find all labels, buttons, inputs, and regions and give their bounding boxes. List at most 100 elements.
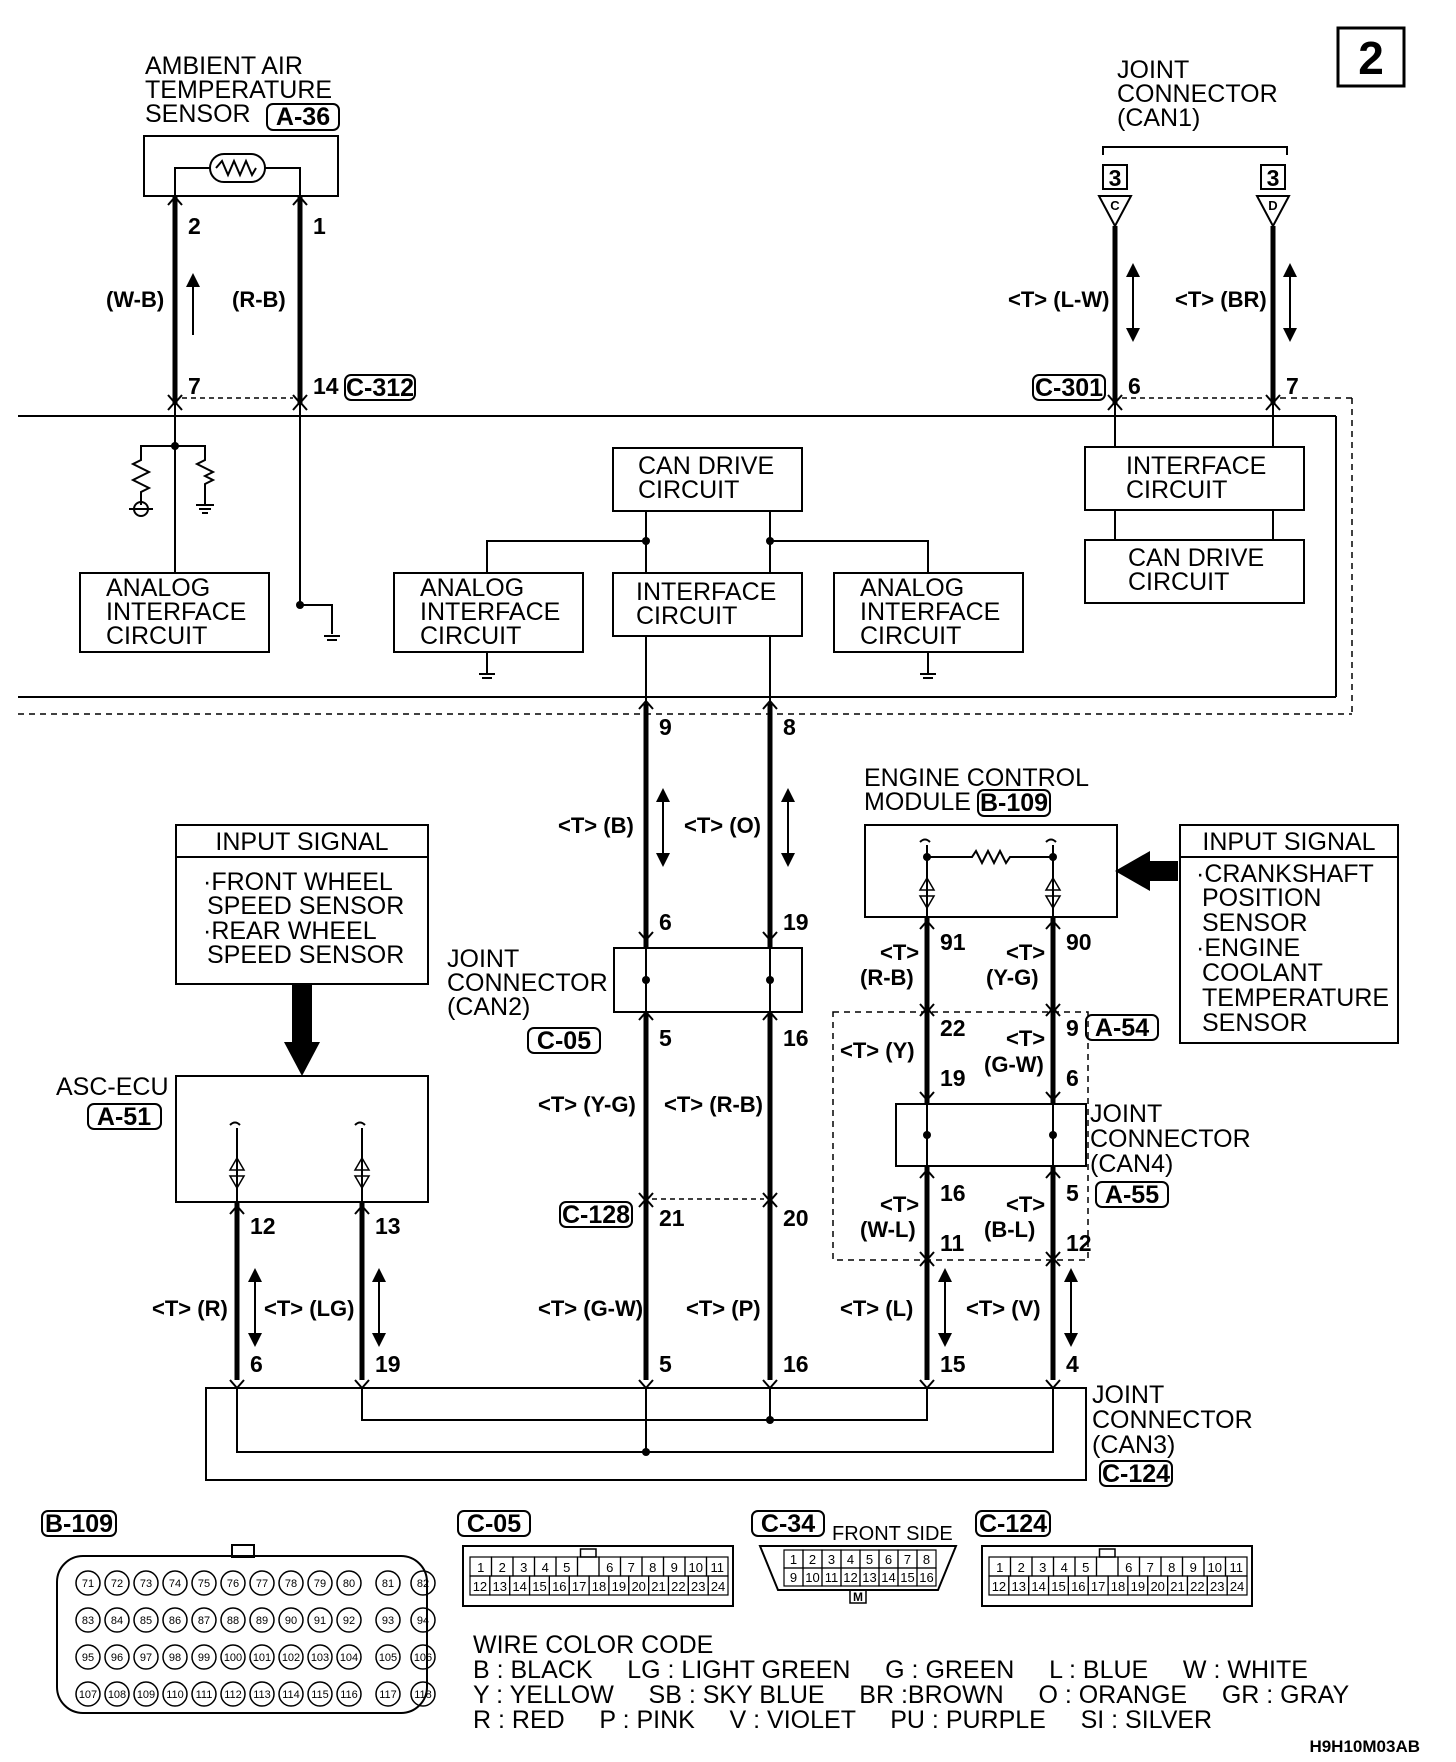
- c124-pin-label: 13: [1012, 1579, 1026, 1594]
- wire-r: <T> (R): [152, 1296, 228, 1321]
- c34-pin-label: 3: [828, 1552, 835, 1567]
- pin-m6: 6: [1066, 1065, 1079, 1091]
- pin-n16: 16: [940, 1180, 966, 1206]
- svg-text:CIRCUIT: CIRCUIT: [1128, 568, 1229, 596]
- pin-j5: 5: [659, 1025, 672, 1051]
- b109-pin: [133, 1644, 159, 1670]
- b109-pin-label: 95: [82, 1652, 94, 1664]
- b109-pin: [104, 1681, 130, 1707]
- page-number-box: [1336, 26, 1406, 88]
- pin-a13: 13: [375, 1213, 401, 1239]
- svg-text:SPEED SENSOR: SPEED SENSOR: [207, 892, 404, 920]
- analog-interface-circuit-middle: ANALOG INTERFACE CIRCUIT: [393, 572, 584, 653]
- joint-connector-can1: JOINT CONNECTOR (CAN1) 3 3 C D <T> (L-W)…: [1008, 56, 1299, 411]
- b109-pin: [249, 1607, 275, 1633]
- b109-pin-label: 104: [340, 1652, 358, 1664]
- c124-pin: [1095, 1556, 1119, 1577]
- c05-pin-label: 5: [563, 1560, 570, 1575]
- c124-pin-label: 14: [1031, 1579, 1045, 1594]
- c05-pin: [707, 1575, 729, 1596]
- wire-bl: (B-L): [984, 1217, 1035, 1242]
- b109-pin-label: 87: [198, 1615, 210, 1627]
- b109-pin: [307, 1607, 333, 1633]
- b109-pin-label: 89: [256, 1615, 268, 1627]
- c34-pin-label: 2: [809, 1552, 816, 1567]
- svg-text:·ENGINE: ·ENGINE: [1196, 934, 1300, 962]
- b109-pin-label: 79: [314, 1578, 326, 1590]
- c05-pin-label: 14: [512, 1579, 526, 1594]
- b109-pin: [410, 1681, 436, 1707]
- ambient-label-3: SENSOR: [145, 100, 251, 128]
- c124-pin-label: 11: [1230, 1560, 1244, 1575]
- svg-text:CONNECTOR: CONNECTOR: [447, 969, 608, 997]
- b109-pin: [191, 1570, 217, 1596]
- c124-pin-label: 15: [1051, 1579, 1065, 1594]
- pin-s2: 2: [188, 213, 201, 239]
- wire-o: <T> (O): [684, 813, 761, 838]
- c124-pin-label: 18: [1111, 1579, 1125, 1594]
- b109-pin: [307, 1681, 333, 1707]
- pin-k20: 20: [783, 1205, 809, 1231]
- legend-title: WIRE COLOR CODE: [473, 1631, 713, 1659]
- pin-b4: 4: [1066, 1351, 1079, 1377]
- c124-pin-label: 10: [1208, 1560, 1222, 1575]
- b109-pin-label: 97: [140, 1652, 152, 1664]
- b109-pin-label: 110: [166, 1689, 184, 1701]
- pin-j6: 6: [659, 909, 672, 935]
- b109-pin: [375, 1681, 401, 1707]
- svg-text:ANALOG: ANALOG: [420, 574, 524, 602]
- b109-pin-label: 80: [343, 1578, 355, 1590]
- c05-pin-label: 10: [689, 1560, 703, 1575]
- b109-pin-label: 82: [417, 1578, 429, 1590]
- b109-pin-label: 109: [137, 1689, 155, 1701]
- c124-pin-label: 16: [1071, 1579, 1085, 1594]
- svg-text:(CAN3): (CAN3): [1092, 1431, 1175, 1459]
- b109-pin-label: 101: [253, 1652, 271, 1664]
- svg-text:TEMPERATURE: TEMPERATURE: [1202, 984, 1389, 1012]
- b109-pin: [375, 1644, 401, 1670]
- connector-c05: C-05: [537, 1027, 591, 1055]
- b109-pin-label: 76: [227, 1578, 239, 1590]
- c05-pin-label: 7: [628, 1560, 635, 1575]
- b109-pin: [220, 1681, 246, 1707]
- asc-ecu-id: A-51: [97, 1103, 151, 1131]
- b109-pin: [104, 1570, 130, 1596]
- b109-pin-label: 90: [285, 1615, 297, 1627]
- pin-s1: 1: [313, 213, 326, 239]
- connector-c124: C-124: [1102, 1460, 1170, 1488]
- c05-pin-label: 21: [651, 1579, 665, 1594]
- b109-pin: [220, 1644, 246, 1670]
- figure-code: H9H10M03AB: [1309, 1737, 1420, 1756]
- b109-pin: [133, 1570, 159, 1596]
- wire-wl: (W-L): [860, 1217, 916, 1242]
- c05-pin-label: 2: [499, 1560, 506, 1575]
- c124-pin-label: 24: [1230, 1579, 1244, 1594]
- ambient-air-temperature-sensor: AMBIENT AIR TEMPERATURE SENSOR A-36: [143, 52, 340, 197]
- svg-text:ASC-ECU: ASC-ECU: [56, 1073, 169, 1101]
- pin-a12: 12: [250, 1213, 276, 1239]
- c34-pin-label: 9: [790, 1570, 797, 1585]
- c05-pin-label: 1: [477, 1560, 484, 1575]
- b109-pin-label: 71: [82, 1578, 94, 1590]
- b109-pin-label: 92: [343, 1615, 355, 1627]
- c34-pin-label: 14: [881, 1570, 895, 1585]
- b109-pin-label: 88: [227, 1615, 239, 1627]
- pin-j19: 19: [783, 909, 809, 935]
- can-bus-center: 9 8 <T> (B) <T> (O) 6 19: [558, 699, 809, 1390]
- c124-pin-label: 22: [1190, 1579, 1204, 1594]
- b109-pin: [191, 1644, 217, 1670]
- svg-text:(CAN4): (CAN4): [1090, 1150, 1173, 1178]
- can1-left-tag: 3: [1109, 165, 1122, 191]
- wire-t-5: <T>: [1006, 1192, 1045, 1217]
- b109-pin-label: 117: [379, 1689, 397, 1701]
- analog-interface-circuit-left: ANALOG INTERFACE CIRCUIT: [79, 572, 270, 653]
- b109-pin: [278, 1681, 304, 1707]
- c05-pin: [576, 1556, 600, 1577]
- input-signal-right: INPUT SIGNAL ·CRANKSHAFT POSITION SENSOR…: [1179, 824, 1399, 1044]
- b109-pin-label: 86: [169, 1615, 181, 1627]
- c34-pin-label: 5: [866, 1552, 873, 1567]
- svg-text:CAN DRIVE: CAN DRIVE: [1128, 544, 1264, 572]
